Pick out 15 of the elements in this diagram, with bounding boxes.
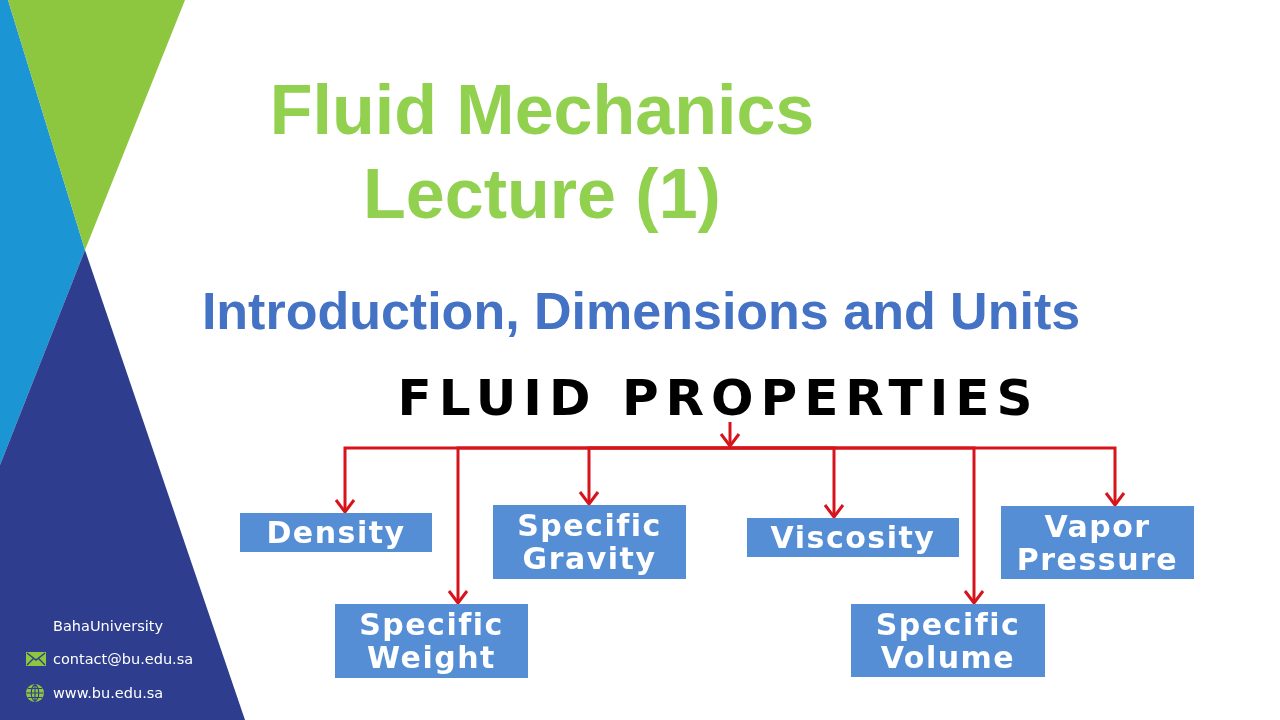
social-handle: BahaUniversity [53,616,164,635]
website-address: www.bu.edu.sa [53,683,164,702]
property-box: Vapor Pressure [1001,506,1194,579]
arrow [730,446,1126,507]
slide-subtitle: Introduction, Dimensions and Units [201,282,1081,340]
property-box: Specific Weight [335,604,528,678]
property-box: Specific Gravity [493,505,686,579]
arrow [719,422,741,448]
slide-title: Fluid Mechanics Lecture (1) [268,70,816,235]
property-box: Specific Volume [851,604,1045,677]
property-box: Viscosity [747,518,959,557]
email-address: contact@bu.edu.sa [53,650,194,669]
property-box: Density [240,513,432,552]
diagram-heading: FLUID PROPERTIES [390,374,1040,422]
arrow [578,446,730,506]
